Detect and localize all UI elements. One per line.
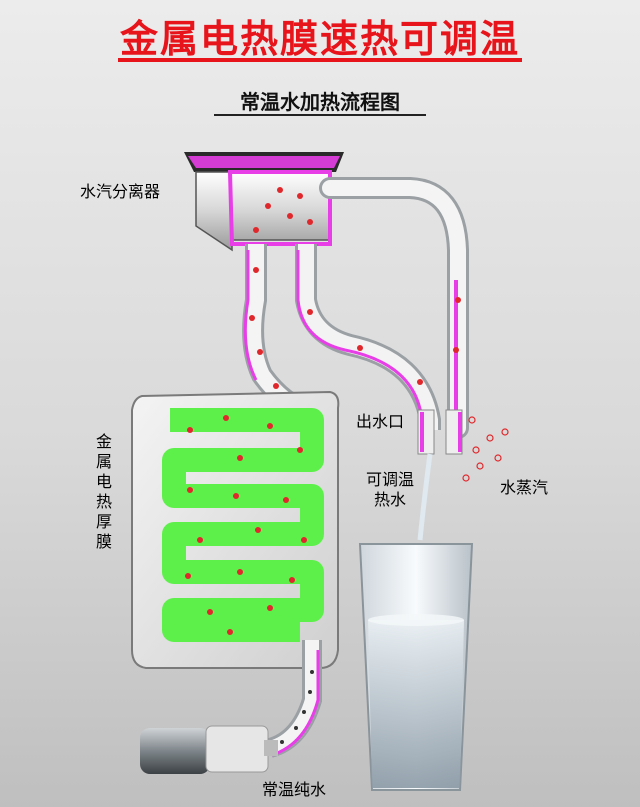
label-steam: 水蒸汽 [500,478,549,497]
water-steam-separator [184,152,344,252]
diagram-subtitle: 常温水加热流程图 [240,90,400,114]
steam-pipe [319,177,469,439]
subtitle-underline [214,114,426,116]
label-heating-film: 金属电热厚膜 [95,432,112,551]
heated-water-dots [185,187,461,635]
hot-water-pipe [295,244,441,440]
label-adjustable-water: 可调温 热水 [366,470,415,509]
label-pure-water: 常温纯水 [262,780,327,799]
outlet-nozzles [417,409,463,541]
label-separator: 水汽分离器 [80,182,161,201]
water-pump [140,725,278,774]
cold-water-dots [280,670,314,744]
label-outlet: 出水口 [356,412,405,431]
heating-film-plate [131,390,340,669]
steam-bubbles [462,416,509,482]
main-title: 金属电热膜速热可调温 [119,17,520,61]
title-underline [118,58,522,62]
water-glass [358,543,474,791]
